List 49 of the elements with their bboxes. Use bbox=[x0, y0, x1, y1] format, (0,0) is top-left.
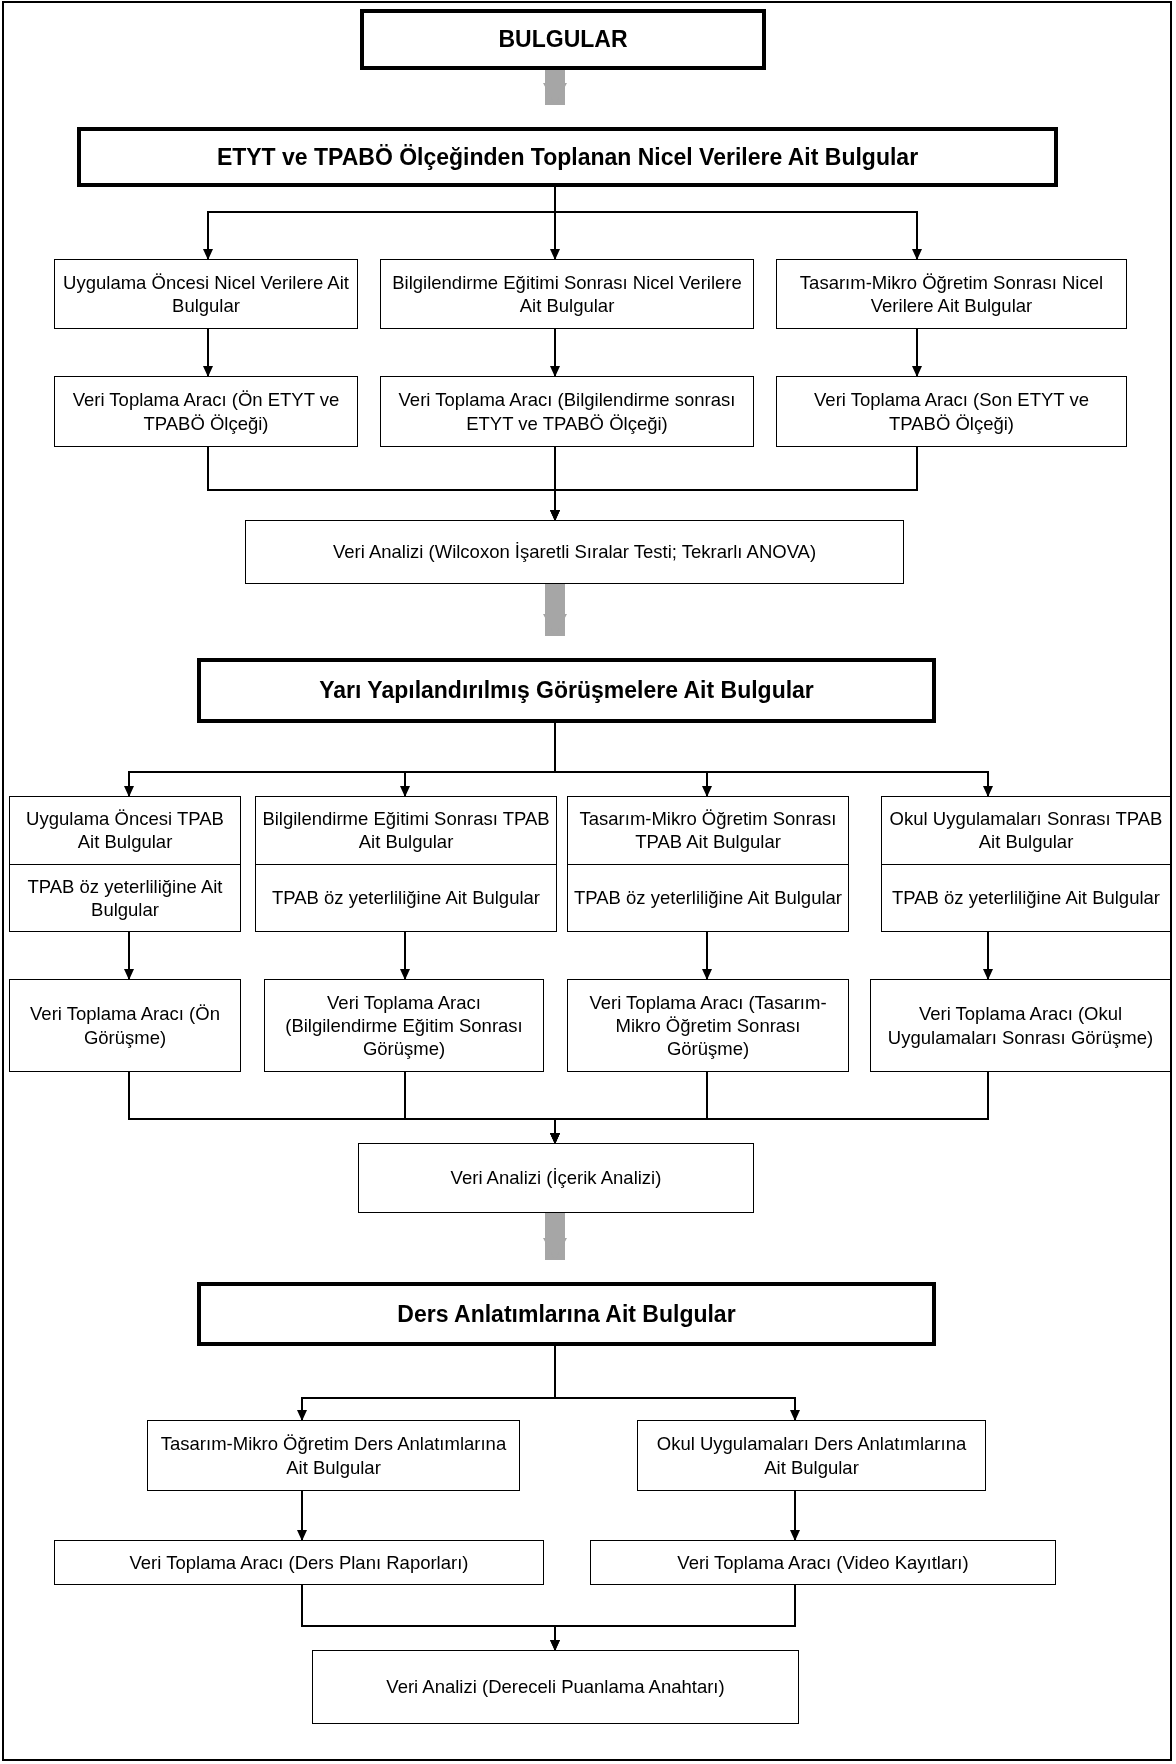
process-box: Veri Analizi (Wilcoxon İşaretli Sıralar Testi; Tekrarlı ANOVA) bbox=[245, 520, 904, 584]
box-subheading: TPAB öz yeterliliğine Ait Bulgular bbox=[256, 863, 556, 931]
process-box: Veri Toplama Aracı (Ön ETYT ve TPABÖ Ölçeği) bbox=[54, 376, 358, 447]
process-box: Veri Toplama Aracı (Ön Görüşme) bbox=[9, 979, 241, 1072]
box-subheading: TPAB öz yeterliliğine Ait Bulgular bbox=[10, 863, 240, 931]
heading-box: Yarı Yapılandırılmış Görüşmelere Ait Bulgular bbox=[197, 658, 936, 723]
heading-box: Ders Anlatımlarına Ait Bulgular bbox=[197, 1282, 936, 1346]
process-box: Veri Toplama Aracı (Son ETYT ve TPABÖ Ölçeği) bbox=[776, 376, 1127, 447]
box-heading: Okul Uygulamaları Sonrası TPAB Ait Bulgular bbox=[888, 807, 1164, 855]
arrow bbox=[550, 328, 560, 377]
arrow bbox=[400, 931, 410, 980]
arrow bbox=[550, 1071, 989, 1144]
process-box: Veri Toplama Aracı (Video Kayıtları) bbox=[590, 1540, 1056, 1585]
process-box: Veri Toplama Aracı (Bilgilendirme sonrası ETYT ve TPABÖ Ölçeği) bbox=[380, 376, 754, 447]
box-heading: Uygulama Öncesi TPAB Ait Bulgular bbox=[25, 807, 225, 855]
arrow bbox=[790, 1490, 800, 1541]
process-box: Bilgilendirme Eğitimi Sonrası Nicel Verilere Ait Bulgular bbox=[380, 259, 754, 329]
arrow bbox=[554, 1345, 800, 1421]
process-box bbox=[567, 796, 849, 932]
arrow bbox=[203, 328, 213, 377]
process-box: Veri Toplama Aracı (Bilgilendirme Eğitim Sonrası Görüşme) bbox=[264, 979, 544, 1072]
block-arrow bbox=[543, 584, 567, 636]
box-subheading: TPAB öz yeterliliğine Ait Bulgular bbox=[882, 863, 1170, 931]
process-box bbox=[255, 796, 557, 932]
arrow bbox=[983, 931, 993, 980]
process-box bbox=[9, 796, 241, 932]
arrow bbox=[912, 328, 922, 377]
process-box: Veri Toplama Aracı (Okul Uygulamaları Sonrası Görüşme) bbox=[870, 979, 1171, 1072]
arrow bbox=[124, 931, 134, 980]
block-arrow bbox=[543, 70, 567, 105]
process-box bbox=[881, 796, 1171, 932]
arrow bbox=[550, 1584, 796, 1651]
process-box: Tasarım-Mikro Öğretim Ders Anlatımlarına Ait Bulgular bbox=[147, 1420, 520, 1491]
arrow bbox=[702, 931, 712, 980]
box-subheading: TPAB öz yeterliliğine Ait Bulgular bbox=[568, 863, 848, 931]
process-box: Veri Toplama Aracı (Ders Planı Raporları) bbox=[54, 1540, 544, 1585]
block-arrow bbox=[543, 1213, 567, 1260]
process-box: Veri Analizi (İçerik Analizi) bbox=[358, 1143, 754, 1213]
heading-box: ETYT ve TPABÖ Ölçeğinden Toplanan Nicel Verilere Ait Bulgular bbox=[77, 127, 1058, 187]
process-box: Veri Toplama Aracı (Tasarım-Mikro Öğretim Sonrası Görüşme) bbox=[567, 979, 849, 1072]
process-box: Okul Uygulamaları Ders Anlatımlarına Ait Bulgular bbox=[637, 1420, 986, 1491]
process-box: Uygulama Öncesi Nicel Verilere Ait Bulgular bbox=[54, 259, 358, 329]
box-heading: Tasarım-Mikro Öğretim Sonrası TPAB Ait Bulgular bbox=[578, 807, 838, 855]
arrow bbox=[550, 446, 918, 521]
arrow bbox=[297, 1490, 307, 1541]
process-box: Veri Analizi (Dereceli Puanlama Anahtarı) bbox=[312, 1650, 799, 1724]
box-heading: Bilgilendirme Eğitimi Sonrası TPAB Ait Bulgular bbox=[261, 807, 551, 855]
heading-box: BULGULAR bbox=[360, 9, 766, 70]
process-box: Tasarım-Mikro Öğretim Sonrası Nicel Verilere Ait Bulgular bbox=[776, 259, 1127, 329]
